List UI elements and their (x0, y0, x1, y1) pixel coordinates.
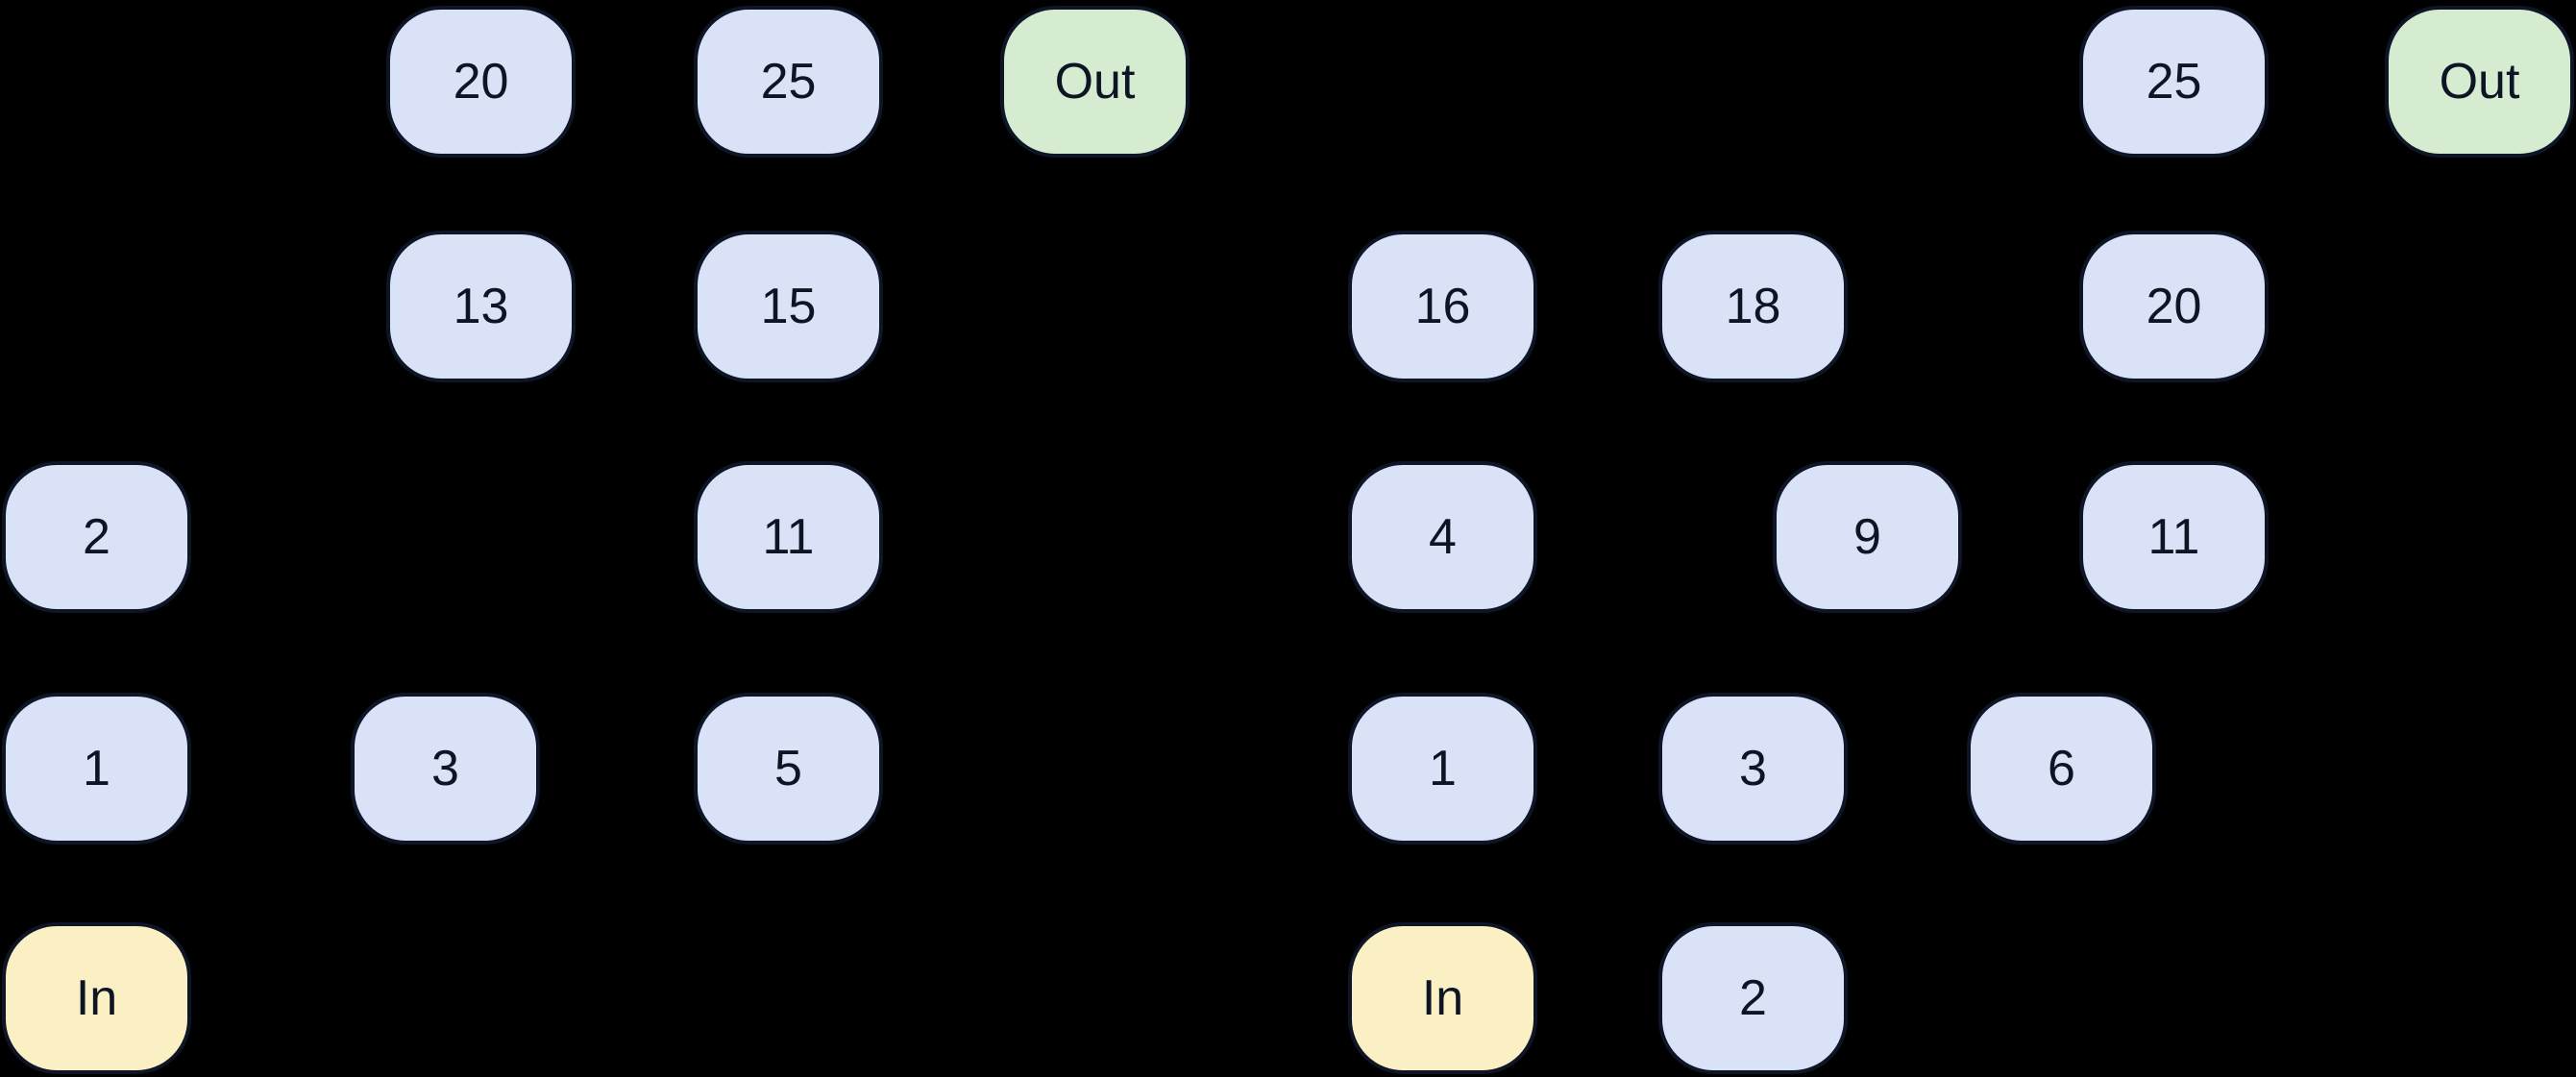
node-3: 3 (351, 693, 540, 844)
node-20: 20 (2079, 231, 2269, 382)
node-2: 2 (1658, 922, 1848, 1074)
node-25: 25 (694, 6, 883, 158)
node-in: In (2, 922, 191, 1074)
node-18: 18 (1658, 231, 1848, 382)
node-20: 20 (386, 6, 576, 158)
node-6: 6 (1967, 693, 2156, 844)
node-9: 9 (1773, 461, 1962, 613)
node-out: Out (2385, 6, 2574, 158)
node-15: 15 (694, 231, 883, 382)
node-4: 4 (1348, 461, 1537, 613)
node-3: 3 (1658, 693, 1848, 844)
node-11: 11 (2079, 461, 2269, 613)
node-13: 13 (386, 231, 576, 382)
node-16: 16 (1348, 231, 1537, 382)
node-11: 11 (694, 461, 883, 613)
node-5: 5 (694, 693, 883, 844)
node-1: 1 (2, 693, 191, 844)
node-2: 2 (2, 461, 191, 613)
node-1: 1 (1348, 693, 1537, 844)
node-25: 25 (2079, 6, 2269, 158)
node-out: Out (1000, 6, 1190, 158)
node-in: In (1348, 922, 1537, 1074)
